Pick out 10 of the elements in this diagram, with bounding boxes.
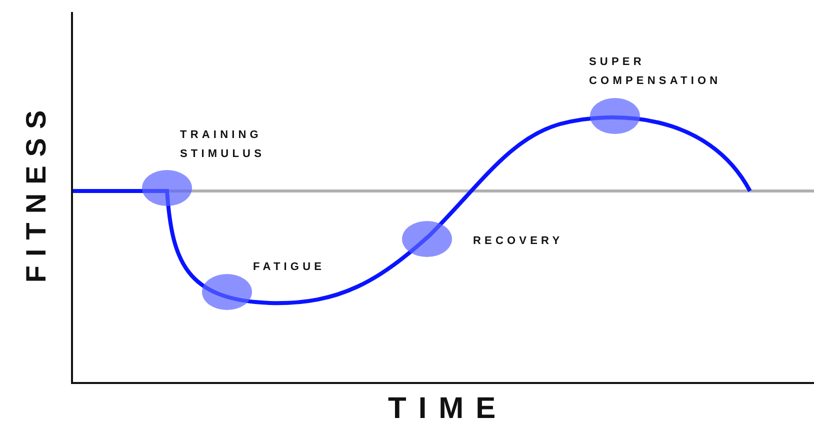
axis-title: FITNESS — [20, 101, 53, 283]
point-marker — [202, 274, 252, 310]
axis-title: TIME — [388, 392, 508, 426]
point-marker — [142, 170, 192, 206]
point-marker — [590, 98, 640, 134]
stage-label: TRAINING STIMULUS — [180, 128, 266, 162]
stage-label: RECOVERY — [473, 234, 564, 249]
stage-label: SUPER COMPENSATION — [589, 55, 722, 89]
stage-label: FATIGUE — [253, 260, 326, 275]
point-marker — [402, 221, 452, 257]
